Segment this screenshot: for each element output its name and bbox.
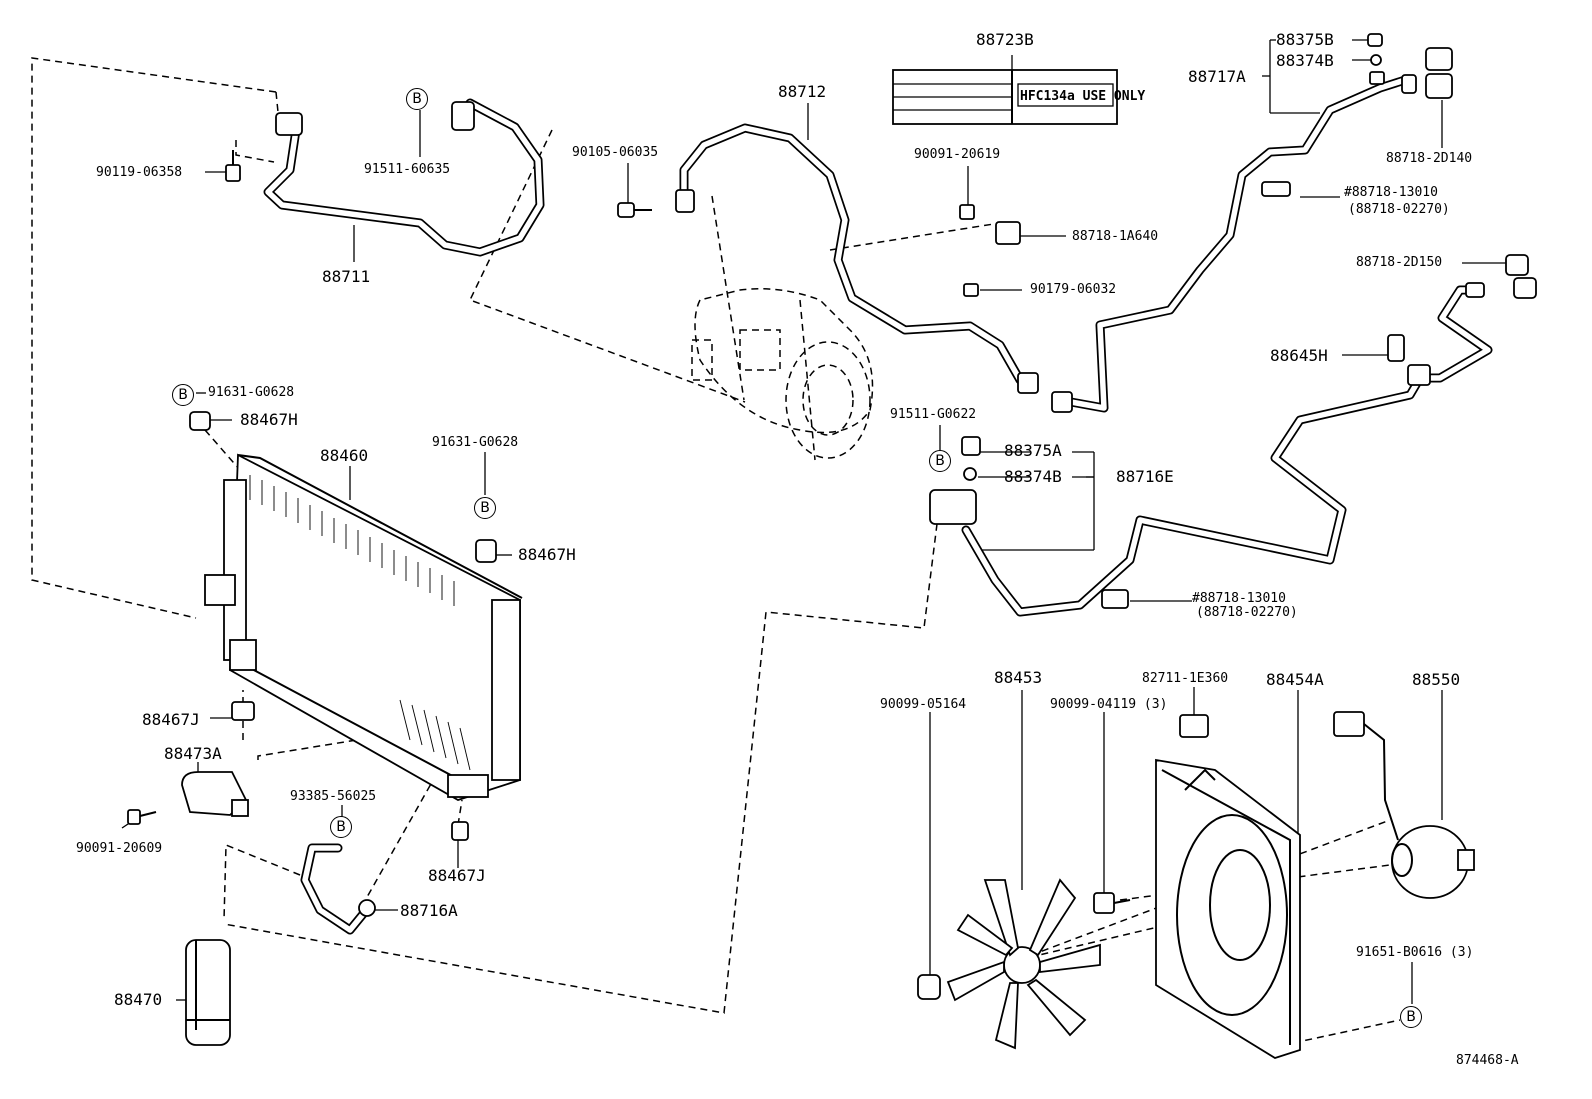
- label-88716A: 88716A: [400, 901, 458, 920]
- label-88375A: 88375A: [1004, 441, 1062, 460]
- label-90099-05164: 90099-05164: [880, 697, 967, 712]
- label-88473A: 88473A: [164, 744, 222, 763]
- label-88467J-a: 88467J: [142, 710, 200, 729]
- label-88467J-b: 88467J: [428, 866, 486, 885]
- label-88718-2D150: 88718-2D150: [1356, 255, 1443, 270]
- label-91511-G0622: 91511-G0622: [890, 407, 977, 422]
- label-88723B: 88723B: [976, 30, 1034, 49]
- label-88375B: 88375B: [1276, 30, 1334, 49]
- label-91631-G0628-b: 91631-G0628: [432, 435, 519, 450]
- b-marker: B: [330, 816, 352, 838]
- label-90091-20609: 90091-20609: [76, 841, 163, 856]
- label-88711: 88711: [322, 267, 371, 286]
- label-88718-02270-b: (88718-02270): [1196, 605, 1298, 620]
- condenser: [204, 453, 523, 801]
- leader-lines: [121, 39, 1510, 1004]
- label-88645H: 88645H: [1270, 346, 1328, 365]
- label-90091-20619: 90091-20619: [914, 147, 1001, 162]
- label-88712: 88712: [778, 82, 827, 101]
- b-marker: B: [474, 497, 496, 519]
- b-marker: B: [1400, 1006, 1422, 1028]
- pipes: [263, 75, 1493, 935]
- label-88467H-a: 88467H: [240, 410, 298, 429]
- label-88374B-top: 88374B: [1276, 51, 1334, 70]
- label-hfc134a: HFC134a USE ONLY: [1020, 89, 1146, 104]
- b-marker: B: [406, 88, 428, 110]
- label-88467H-b: 88467H: [518, 545, 576, 564]
- b-marker: B: [929, 450, 951, 472]
- label-88716E: 88716E: [1116, 467, 1174, 486]
- label-88453: 88453: [994, 668, 1043, 687]
- label-88718-13010-a: #88718-13010: [1344, 185, 1438, 200]
- small-parts: [127, 33, 1537, 1046]
- label-88718-02270-a: (88718-02270): [1348, 202, 1450, 217]
- label-82711-1E360: 82711-1E360: [1142, 671, 1229, 686]
- label-88718-1A640: 88718-1A640: [1072, 229, 1159, 244]
- label-90099-04119: 90099-04119 (3): [1050, 697, 1168, 712]
- label-88718-13010-b: #88718-13010: [1192, 591, 1286, 606]
- label-91511-60635: 91511-60635: [364, 162, 451, 177]
- label-90119-06358: 90119-06358: [96, 165, 183, 180]
- label-88718-2D140: 88718-2D140: [1386, 151, 1473, 166]
- label-88717A: 88717A: [1188, 67, 1246, 86]
- fan-motor: [1333, 711, 1475, 899]
- fan-blades: [917, 878, 1131, 1050]
- label-91651-B0616: 91651-B0616 (3): [1356, 945, 1474, 960]
- label-88470: 88470: [114, 990, 163, 1009]
- compressor: [691, 288, 874, 461]
- b-marker: B: [172, 384, 194, 406]
- label-90179-06032: 90179-06032: [1030, 282, 1117, 297]
- label-93385-56025: 93385-56025: [290, 789, 377, 804]
- diagram-reference-code: 874468-A: [1456, 1053, 1519, 1068]
- fan-shroud: [1155, 714, 1301, 1059]
- label-88454A: 88454A: [1266, 670, 1324, 689]
- label-88374B-mid: 88374B: [1004, 467, 1062, 486]
- label-88550: 88550: [1412, 670, 1461, 689]
- label-90105-06035: 90105-06035: [572, 145, 659, 160]
- label-91631-G0628-a: 91631-G0628: [208, 385, 295, 400]
- label-88460: 88460: [320, 446, 369, 465]
